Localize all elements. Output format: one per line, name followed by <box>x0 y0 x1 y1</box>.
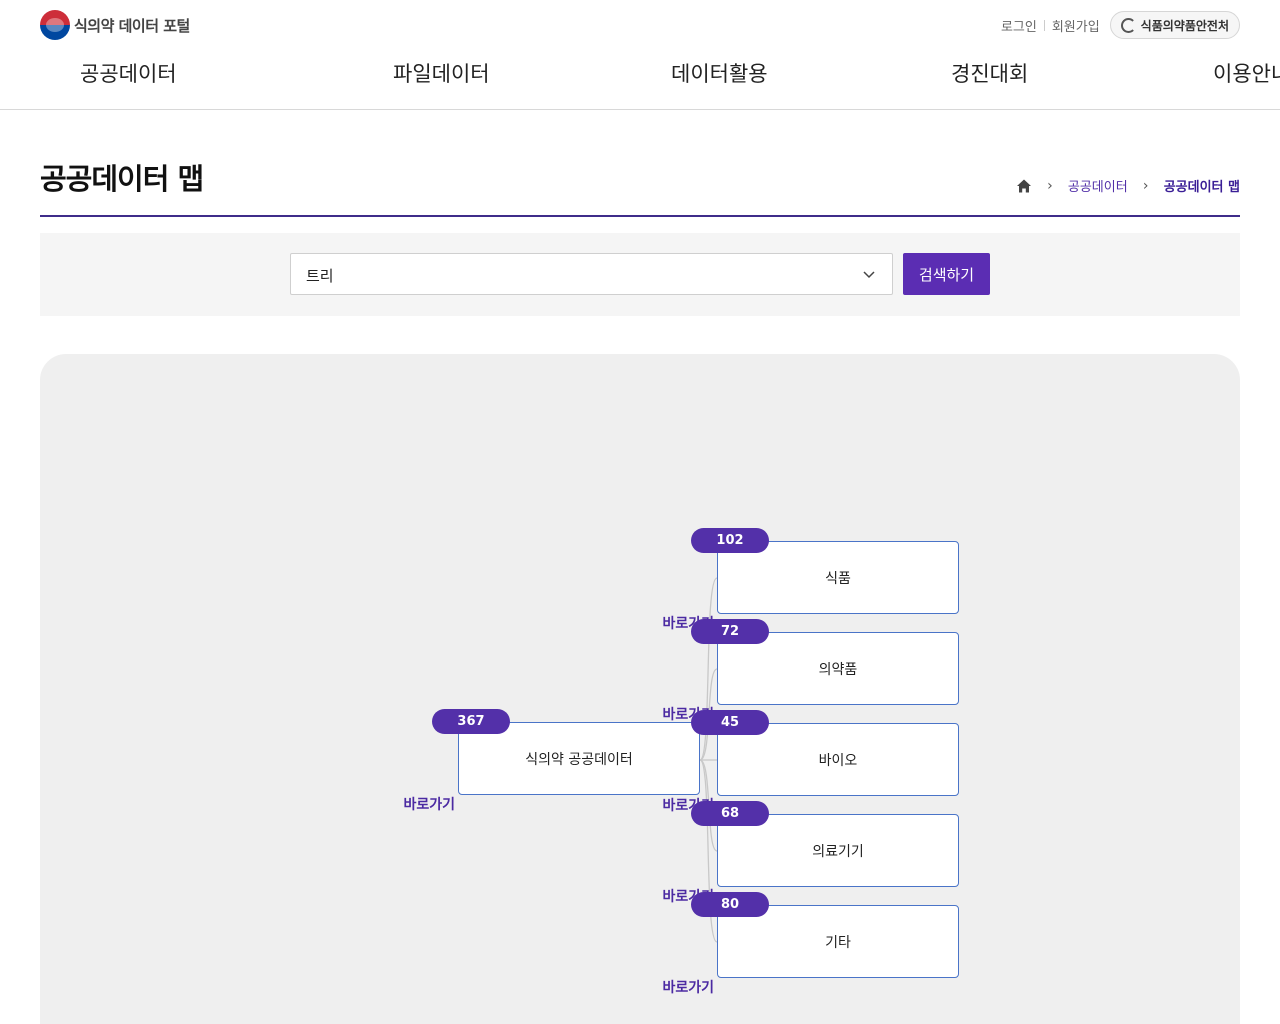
site-header: 식의약 데이터 포털 로그인 회원가입 식품의약품안전처 공공데이터 파일데이터… <box>0 0 1280 110</box>
node-count-badge: 72 <box>691 619 769 644</box>
breadcrumb-current: 공공데이터 맵 <box>1163 180 1240 195</box>
nav-item-contest[interactable]: 경진대회 <box>951 62 1029 86</box>
title-divider <box>40 215 1240 217</box>
search-panel: 트리 검색하기 <box>40 233 1240 316</box>
logo-text: 식의약 데이터 포털 <box>74 16 190 35</box>
ministry-label: 식품의약품안전처 <box>1140 18 1229 33</box>
node-count-badge: 80 <box>691 892 769 917</box>
signup-link[interactable]: 회원가입 <box>1051 19 1100 35</box>
nav-item-data-usage[interactable]: 데이터활용 <box>671 62 768 86</box>
node-count-badge: 102 <box>691 528 769 553</box>
node-count-badge: 367 <box>432 709 510 734</box>
node-count-badge: 68 <box>691 801 769 826</box>
home-icon[interactable] <box>1016 178 1032 194</box>
tree-connectors <box>699 577 718 943</box>
node-label-box[interactable]: 식의약 공공데이터 <box>458 722 700 795</box>
taegeuk-logo-icon <box>40 10 70 40</box>
chevron-down-icon <box>863 271 875 279</box>
login-link[interactable]: 로그인 <box>1000 19 1037 35</box>
node-label-box[interactable]: 기타 <box>717 905 959 978</box>
breadcrumb: › 공공데이터 › 공공데이터 맵 <box>1016 176 1240 195</box>
data-map-canvas: 식의약 공공데이터 367 바로가기 식품 102 바로가기 의약품 72 바로… <box>40 354 1240 1024</box>
node-count-badge: 45 <box>691 710 769 735</box>
chevron-right-icon: › <box>1047 177 1053 194</box>
utility-menu: 로그인 회원가입 식품의약품안전처 <box>1001 11 1240 39</box>
ministry-logo-icon <box>1120 17 1136 33</box>
utility-divider <box>1043 19 1045 31</box>
node-shortcut-link[interactable]: 바로가기 <box>662 980 714 996</box>
view-type-select[interactable]: 트리 <box>290 253 893 295</box>
node-shortcut-link[interactable]: 바로가기 <box>403 797 455 813</box>
nav-item-public-data[interactable]: 공공데이터 <box>80 62 177 86</box>
breadcrumb-item-public-data[interactable]: 공공데이터 <box>1067 180 1128 195</box>
node-label-box[interactable]: 의약품 <box>717 632 959 705</box>
search-button[interactable]: 검색하기 <box>903 253 990 295</box>
page-title: 공공데이터 맵 <box>40 162 204 196</box>
chevron-right-icon: › <box>1142 177 1149 194</box>
site-logo[interactable]: 식의약 데이터 포털 <box>40 10 190 40</box>
node-label-box[interactable]: 바이오 <box>717 723 959 796</box>
view-type-selected: 트리 <box>306 267 334 285</box>
node-label-box[interactable]: 식품 <box>717 541 959 614</box>
node-label-box[interactable]: 의료기기 <box>717 814 959 887</box>
ministry-link[interactable]: 식품의약품안전처 <box>1109 11 1240 39</box>
nav-item-guide[interactable]: 이용안내 <box>1213 62 1280 86</box>
nav-item-file-data[interactable]: 파일데이터 <box>393 62 490 86</box>
main-nav: 공공데이터 파일데이터 데이터활용 경진대회 이용안내 <box>0 58 1280 92</box>
